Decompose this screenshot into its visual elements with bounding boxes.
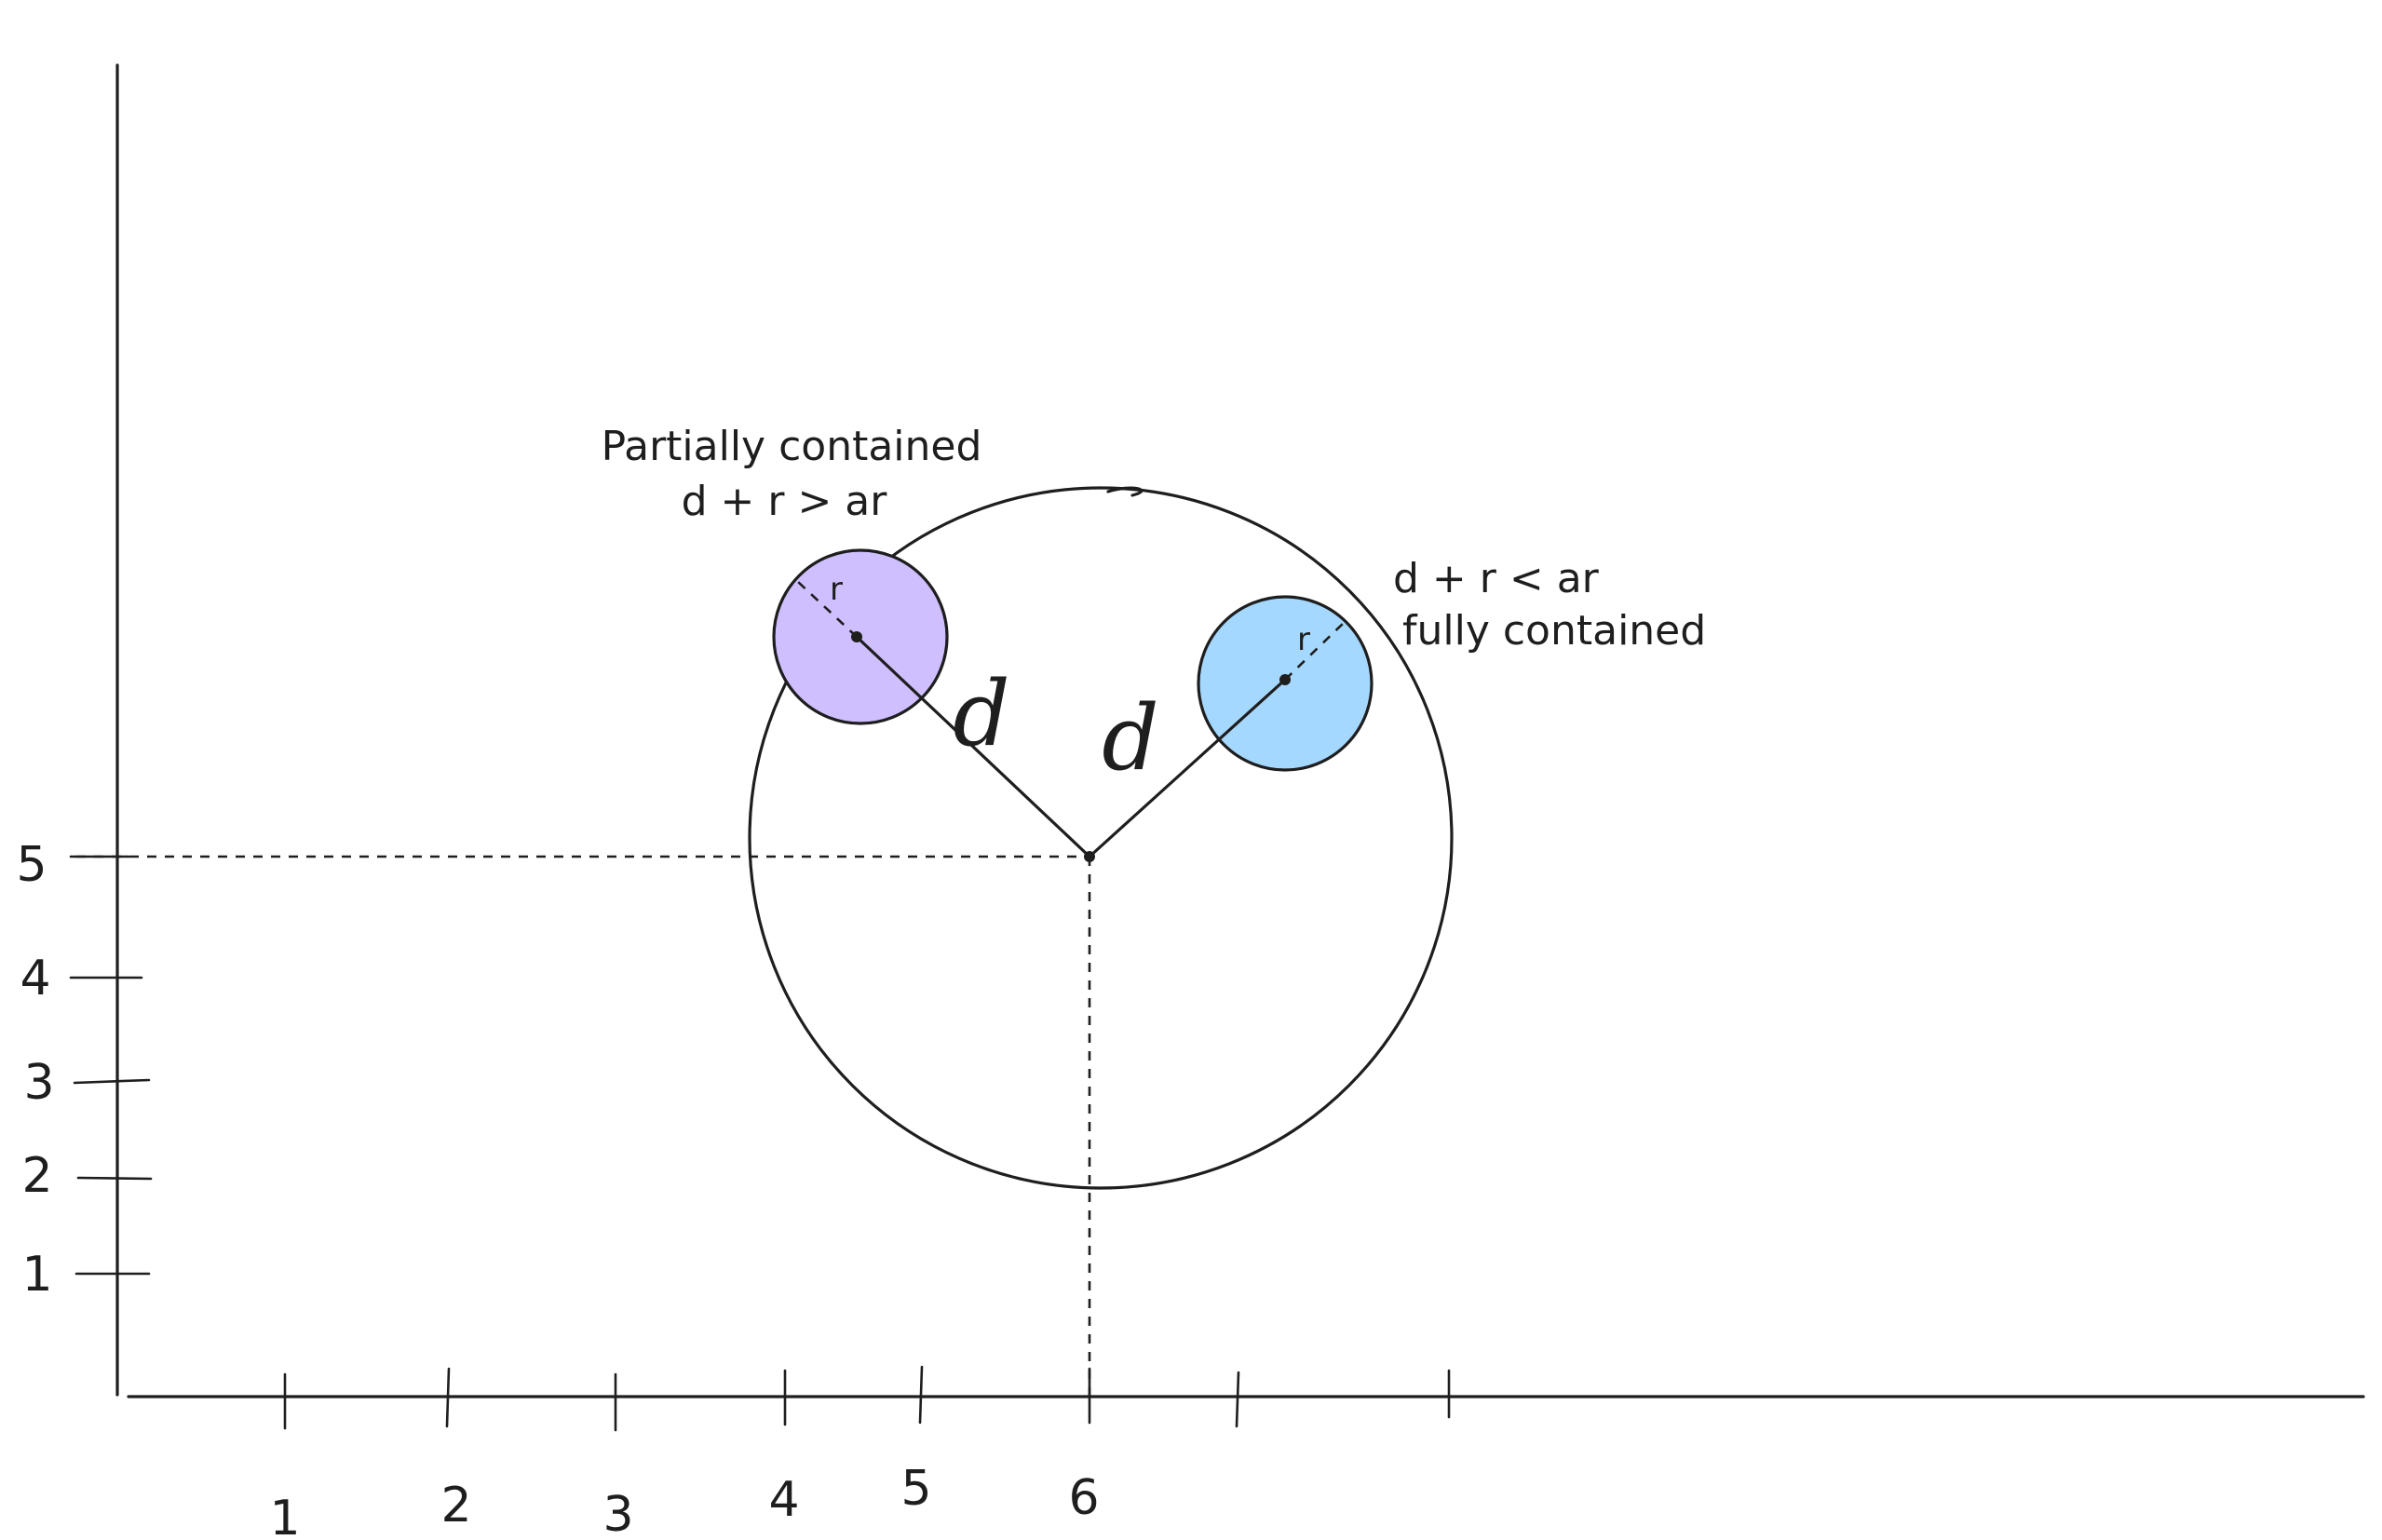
- y-tick-label-4: 4: [20, 951, 50, 1006]
- x-tick-7: [1235, 1371, 1240, 1428]
- radius-label-left: r: [830, 571, 843, 608]
- x-tick-label-5: 5: [900, 1461, 931, 1517]
- full-center-dot: [1279, 674, 1291, 685]
- x-tick-label-1: 1: [269, 1491, 300, 1540]
- x-tick-label-2: 2: [440, 1478, 471, 1533]
- radius-line-right: [1284, 619, 1347, 681]
- distance-line-left: [855, 635, 1091, 858]
- circle-sketch-overlap: [1106, 486, 1144, 497]
- x-tick-label-3: 3: [602, 1487, 633, 1540]
- y-tick-label-3: 3: [23, 1055, 54, 1111]
- x-tick-label-4: 4: [768, 1472, 799, 1528]
- containing-circle: [748, 486, 1454, 1190]
- partial-formula: d + r > ar: [682, 478, 888, 525]
- distance-label-left: d: [953, 662, 1009, 766]
- radius-line-left: [796, 580, 858, 638]
- x-axis-ticks: [283, 1365, 1451, 1432]
- distance-label-right: d: [1102, 686, 1158, 790]
- y-tick-2: [76, 1176, 153, 1181]
- distance-line-right: [1088, 678, 1287, 858]
- partial-center-dot: [851, 631, 862, 642]
- y-tick-3: [73, 1078, 151, 1085]
- radius-label-right: r: [1297, 621, 1310, 658]
- y-tick-label-2: 2: [21, 1148, 52, 1204]
- full-title: fully contained: [1402, 607, 1706, 655]
- x-tick-label-6: 6: [1068, 1470, 1099, 1526]
- y-axis-ticks: [69, 855, 153, 1276]
- full-formula: d + r < ar: [1393, 555, 1600, 602]
- containing-center-dot: [1084, 851, 1095, 862]
- x-tick-5: [918, 1365, 924, 1425]
- x-tick-2: [445, 1367, 451, 1428]
- y-tick-label-1: 1: [21, 1247, 52, 1303]
- y-tick-label-5: 5: [16, 837, 47, 893]
- partial-title: Partially contained: [602, 423, 982, 470]
